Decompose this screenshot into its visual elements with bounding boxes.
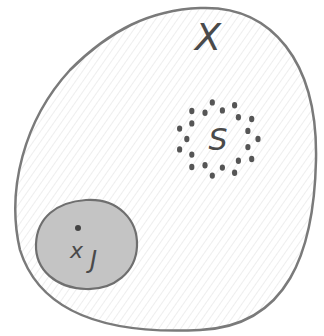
region-dot [245,128,250,134]
region-dot [245,144,250,150]
region-dot [232,170,237,176]
region-dot [249,156,254,162]
egg-outline [15,8,316,331]
region-dot [210,172,215,178]
set-label: J [90,248,97,272]
region-dot [202,110,207,116]
region-dot [249,116,254,122]
region-dot [236,114,241,120]
region-dot [220,107,225,113]
region-dot [189,120,194,126]
region-dot [189,164,194,170]
region-dot [184,136,189,142]
region-dot [189,108,194,114]
region-dot [236,158,241,164]
region-dot [202,162,207,168]
disc-outline [36,200,137,289]
region-dot [177,125,182,131]
outline-svg [32,196,140,292]
set-label: x [70,240,83,262]
region-dot [220,164,225,170]
set-label: S [208,125,227,155]
region-dot [177,146,182,152]
region-dot [210,99,215,105]
region-dot [232,102,237,108]
region-dot [255,136,260,142]
region-dot [189,151,194,157]
point-dot [75,225,81,231]
shaded-disc: xJ [32,196,140,292]
dotted-region: S [172,96,264,182]
set-label: X [195,18,221,56]
